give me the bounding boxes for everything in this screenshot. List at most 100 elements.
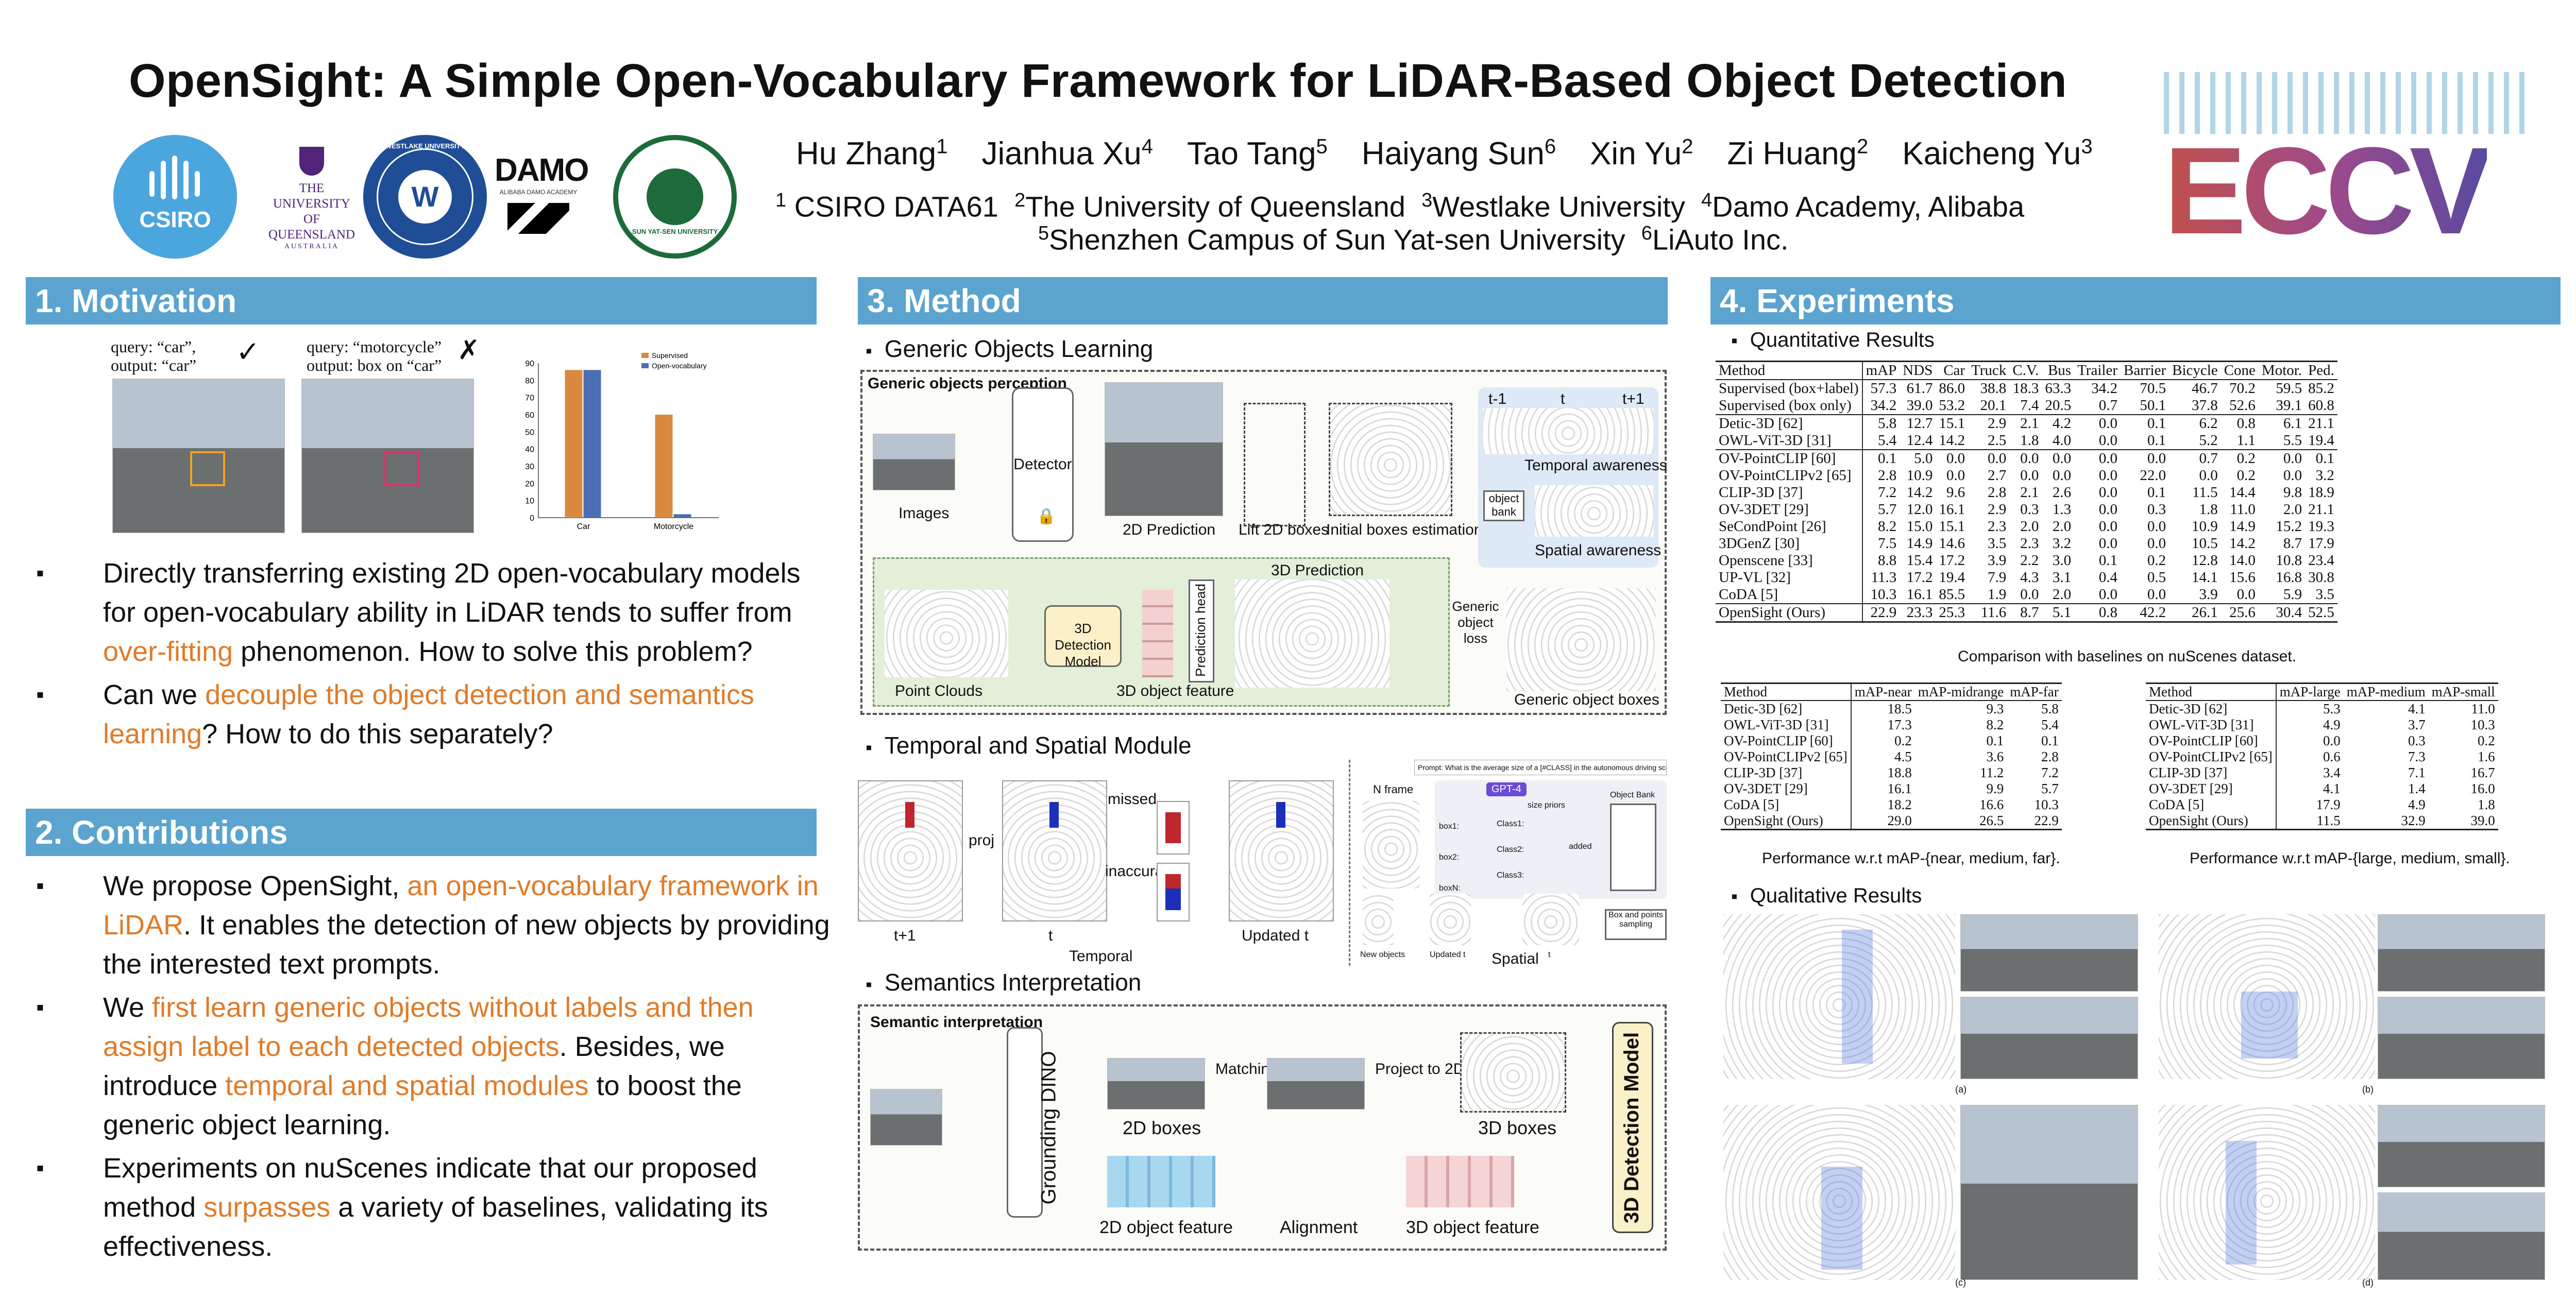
y-tick-label: 30 xyxy=(525,463,534,471)
table-header-cell: Barrier xyxy=(2120,361,2170,380)
author: Haiyang Sun6 xyxy=(1361,135,1556,172)
table-cell: 25.3 xyxy=(1936,603,1969,623)
pred2d-label: 2D Prediction xyxy=(1123,521,1216,538)
qual-label-b: (b) xyxy=(2362,1084,2374,1095)
table-cell: 7.9 xyxy=(1988,569,2007,586)
table-cell: 4.1 xyxy=(2408,701,2426,716)
legend-label: Open-vocabulary xyxy=(652,362,707,370)
table-cell: OV-PointCLIP [60] xyxy=(1716,449,1863,467)
table-cell: 70.5 xyxy=(2140,380,2166,397)
training-block: Point Clouds 3D Detection Model 3D objec… xyxy=(873,557,1450,707)
input-images xyxy=(873,434,955,490)
table-cell: CLIP-3D [37] xyxy=(1721,765,1852,781)
motivation-bullet-1: Directly transferring existing 2D open-v… xyxy=(26,554,819,671)
table-cell: 15.1 xyxy=(1936,414,1969,432)
eccv-skyline-icon xyxy=(2164,72,2535,134)
section-experiments-heading: 4. Experiments xyxy=(1710,277,2561,324)
table-cell: 25.6 xyxy=(2221,603,2259,623)
table-cell: 0.1 xyxy=(2147,432,2166,449)
table-cell: 2.9 xyxy=(1968,414,2010,432)
table-cell: 21.1 xyxy=(2305,414,2337,432)
table-cell: 22.9 xyxy=(2007,813,2062,830)
contribution-bullet-3: Experiments on nuScenes indicate that ou… xyxy=(26,1149,840,1266)
table-cell: 16.0 xyxy=(2470,781,2495,796)
table-cell: 0.6 xyxy=(2323,749,2341,764)
table-cell: 2.0 xyxy=(2052,518,2072,535)
table-cell: 14.2 xyxy=(2229,535,2256,552)
table-cell: 39.0 xyxy=(2428,813,2498,830)
table-cell: 15.1 xyxy=(1939,518,1965,535)
table-cell: 46.7 xyxy=(2191,380,2218,397)
table-cell: 16.6 xyxy=(1979,797,2004,812)
table-header-cell: mAP-medium xyxy=(2343,682,2429,701)
table-cell: OWL-ViT-3D [31] xyxy=(2146,717,2277,733)
table-cell: 10.3 xyxy=(1870,586,1897,603)
table-cell: 0.8 xyxy=(2221,414,2259,432)
table-cell: 2.3 xyxy=(2020,535,2039,552)
table-cell: UP-VL [32] xyxy=(1716,569,1863,586)
section-motivation-heading: 1. Motivation xyxy=(26,277,817,324)
table-cell: 0.3 xyxy=(2020,501,2039,518)
table-cell: 7.2 xyxy=(1878,484,1897,501)
feature-2d-stack xyxy=(1107,1156,1215,1207)
table-cell: 14.2 xyxy=(1939,432,1965,449)
table-cell: 3.6 xyxy=(1986,749,2004,764)
table-cell: 12.0 xyxy=(1906,501,1933,518)
table-cell: 30.8 xyxy=(2308,569,2334,586)
table-cell: 14.2 xyxy=(1906,484,1933,501)
table-cell: 0.1 xyxy=(2041,733,2059,748)
sysu-emblem-icon xyxy=(647,168,703,225)
table-cell: 3.7 xyxy=(2408,717,2426,732)
table-cell: OV-PointCLIPv2 [65] xyxy=(2146,749,2277,765)
author: Kaicheng Yu3 xyxy=(1902,135,2093,172)
table-cell: OWL-ViT-3D [31] xyxy=(1721,717,1852,733)
prediction-head-block: Prediction head xyxy=(1189,579,1214,682)
table-cell: 7.1 xyxy=(2408,765,2426,780)
table-cell: 0.0 xyxy=(2009,449,2042,467)
table-cell: 19.4 xyxy=(2308,432,2334,449)
table-cell: 3.2 xyxy=(2052,535,2072,552)
table-cell: 6.2 xyxy=(2169,414,2221,432)
table-cell: 5.7 xyxy=(2041,781,2059,796)
table-cell: 11.2 xyxy=(1979,765,2004,780)
x-tick-label: Car xyxy=(577,522,590,531)
bar-open-vocabulary-car xyxy=(583,370,601,518)
qualitative-results-figure: (a) (b) (c) (d) xyxy=(1723,914,2563,1290)
table-cell: 0.1 xyxy=(1862,449,1900,467)
table-cell: 2.8 xyxy=(1988,484,2007,501)
westlake-emblem-icon: W xyxy=(398,170,452,224)
table-cell: 5.4 xyxy=(2041,717,2059,732)
table-cell: 11.0 xyxy=(2471,701,2495,716)
table-cell: 2.7 xyxy=(1988,467,2007,484)
gpt-prompt: Prompt: What is the average size of a [#… xyxy=(1414,760,1667,775)
table-cell: 0.0 xyxy=(2020,586,2039,603)
table-cell: 17.2 xyxy=(1939,552,1965,569)
table-cell: 10.9 xyxy=(1906,467,1933,484)
table-cell: 0.0 xyxy=(1936,449,1969,467)
table-cell: 0.1 xyxy=(2098,552,2117,569)
size-table-caption: Performance w.r.t mAP-{large, medium, sm… xyxy=(2190,850,2510,867)
motivation-query-1: query: “car”,output: “car” xyxy=(111,337,197,374)
table-cell: 39.0 xyxy=(1906,397,1933,414)
table-cell: 26.5 xyxy=(1914,813,2007,830)
table-cell: Detic-3D [62] xyxy=(1716,414,1863,432)
table-cell: 52.6 xyxy=(2229,397,2256,414)
bar-supervised-car xyxy=(565,370,583,518)
table-header-cell: mAP xyxy=(1862,361,1900,380)
generic-boxes-image xyxy=(1506,588,1656,691)
table-cell: 14.6 xyxy=(1939,535,1965,552)
generic-objects-figure: Generic objects perception Images Detect… xyxy=(860,370,1667,715)
table-cell: 22.0 xyxy=(2140,467,2166,484)
